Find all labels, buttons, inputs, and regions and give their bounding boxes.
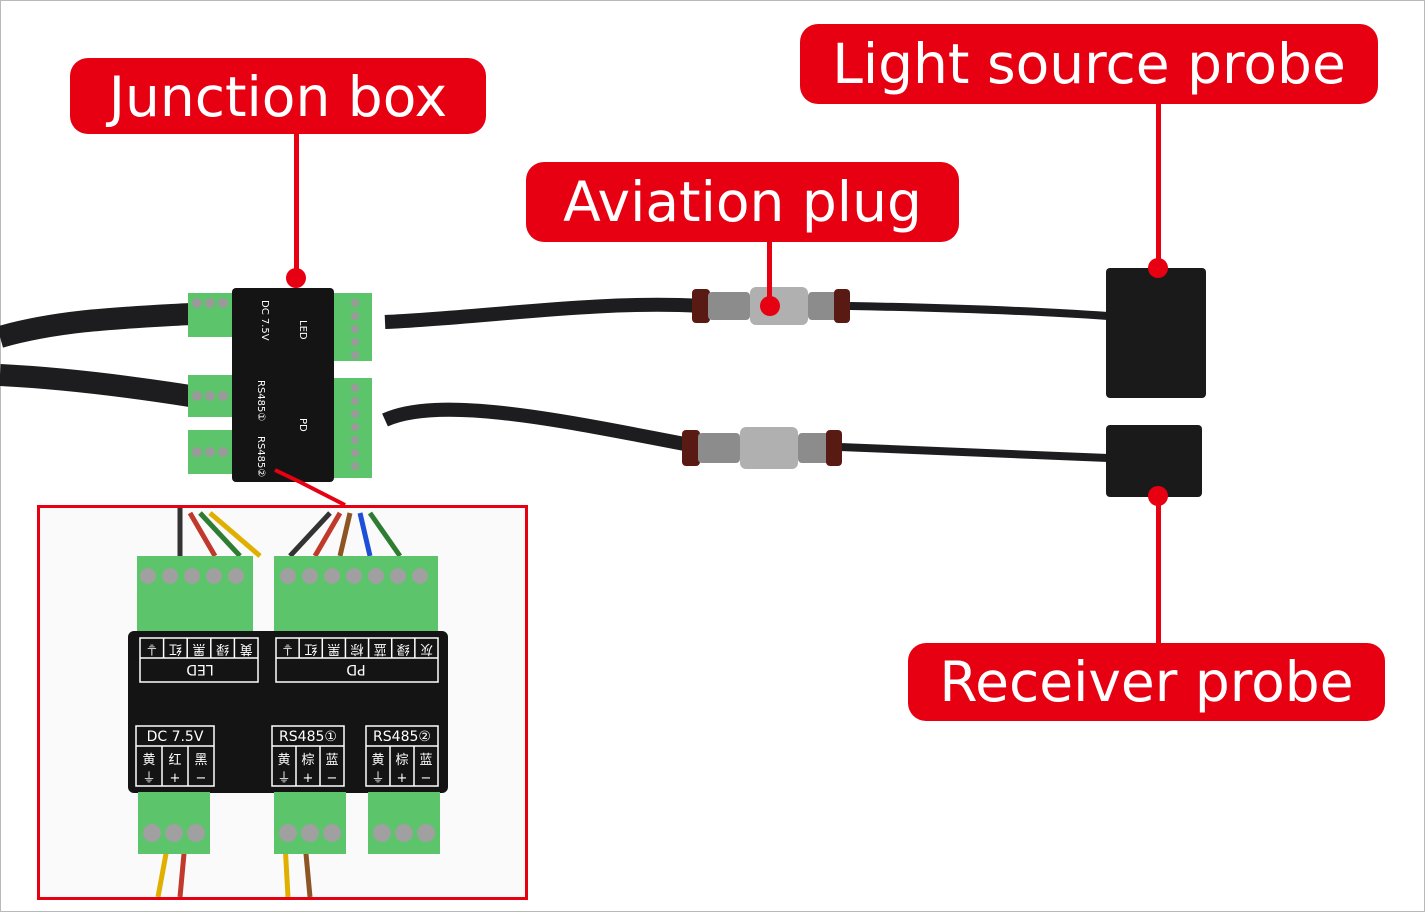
terminal-color-label: 黑 — [327, 641, 340, 656]
terminal-color-label: 棕 — [301, 753, 314, 768]
terminal-color-label: 红 — [168, 752, 181, 768]
terminal-color-label: 黄 — [371, 753, 384, 768]
receiver-probe-dot — [1148, 486, 1168, 506]
terminal-color-label: 绿 — [397, 641, 410, 656]
aviation-plug-bottom — [682, 427, 842, 469]
small-pd-label: PD — [297, 418, 308, 432]
inset-pd-colors: ⏚ 红黑棕蓝绿灰 — [281, 638, 433, 658]
inset-top-screws — [140, 568, 428, 584]
terminal-sign-label: − — [327, 771, 338, 786]
terminal-sign-label: ⏚ — [277, 771, 290, 786]
inset-terminal-pd — [274, 556, 438, 632]
inset-rs485-1-cells: 黄 ⏚ 棕 + 蓝 − — [277, 746, 339, 786]
light-source-probe-leader — [1156, 104, 1161, 268]
junction-box-inset: LED PD ⏚红黑绿黄 ⏚红黑棕蓝绿灰 DC 7.5V RS485① RS48… — [37, 505, 528, 900]
receiver-probe — [1106, 425, 1202, 497]
inset-dc-cells: 黄 ⏚ 红 + 黑 − — [142, 746, 208, 786]
terminal-sign-label: + — [170, 771, 181, 786]
terminal-color-label: 棕 — [350, 641, 363, 656]
light-source-probe-callout: Light source probe — [800, 24, 1378, 104]
junction-box-body — [232, 288, 334, 482]
small-rs485-2-label: RS485② — [255, 436, 266, 477]
light-source-probe-dot — [1148, 258, 1168, 278]
pd-cable-probe — [839, 443, 1109, 462]
inset-box-body — [128, 631, 448, 793]
light-source-probe — [1106, 268, 1206, 398]
terminal-color-label: 黄 — [142, 753, 155, 768]
inset-led-label: LED — [186, 661, 213, 677]
inset-dc-label: DC 7.5V — [147, 729, 204, 745]
power-cable — [0, 303, 191, 348]
junction-box-callout: Junction box — [70, 58, 486, 134]
rs485-cable — [0, 364, 192, 407]
terminal-sign-label: + — [397, 771, 408, 786]
terminal-screws — [192, 298, 359, 470]
aviation-plug-dot — [760, 296, 780, 316]
inset-terminal-rs485-1 — [274, 792, 346, 854]
led-cable-probe — [849, 302, 1109, 320]
terminal-color-label: 黑 — [192, 641, 205, 656]
aviation-plug-leader — [767, 242, 772, 304]
junction-box-dot — [286, 268, 306, 288]
small-dc-label: DC 7.5V — [259, 300, 270, 341]
inset-drawing: LED PD ⏚红黑绿黄 ⏚红黑棕蓝绿灰 DC 7.5V RS485① RS48… — [128, 508, 448, 898]
pd-cable — [382, 402, 692, 452]
terminal-color-label: 黑 — [194, 753, 207, 768]
terminal-color-label: ⏚ — [281, 641, 294, 656]
aviation-plug-callout: Aviation plug — [526, 162, 959, 242]
inset-rs485-1-label: RS485① — [279, 729, 337, 745]
terminal-color-label: 蓝 — [419, 753, 432, 768]
inset-terminal-dc — [138, 792, 210, 854]
terminal-sign-label: ⏚ — [371, 771, 384, 786]
terminal-sign-label: ⏚ — [142, 771, 155, 786]
small-led-label: LED — [297, 320, 308, 340]
terminal-color-label: 蓝 — [325, 753, 338, 768]
terminal-sign-label: + — [303, 771, 314, 786]
inset-rs485-2-label: RS485② — [373, 729, 431, 745]
terminal-color-label: ⏚ — [145, 641, 158, 656]
terminal-color-label: 黄 — [277, 753, 290, 768]
receiver-probe-callout: Receiver probe — [908, 643, 1385, 721]
terminal-color-label: 红 — [169, 641, 182, 657]
terminal-color-label: 灰 — [420, 641, 433, 656]
inset-leader — [274, 468, 346, 507]
inset-terminal-led — [137, 556, 253, 632]
led-cable — [384, 297, 701, 329]
inset-led-colors: ⏚ 红黑绿黄 — [145, 638, 253, 658]
terminal-sign-label: − — [421, 771, 432, 786]
terminal-color-label: 蓝 — [374, 641, 387, 656]
receiver-probe-leader — [1156, 496, 1161, 644]
terminal-color-label: 绿 — [216, 641, 229, 656]
junction-box-leader — [294, 134, 299, 276]
inset-bottom-screws — [143, 824, 435, 842]
terminal-color-label: 红 — [304, 641, 317, 657]
terminal-sign-label: − — [196, 771, 207, 786]
inset-rs485-2-cells: 黄 ⏚ 棕 + 蓝 − — [371, 746, 433, 786]
terminal-color-label: 黄 — [240, 641, 253, 656]
small-rs485-1-label: RS485① — [255, 380, 266, 421]
inset-pd-label: PD — [346, 661, 365, 677]
terminal-color-label: 棕 — [395, 753, 408, 768]
inset-terminal-rs485-2 — [368, 792, 440, 854]
